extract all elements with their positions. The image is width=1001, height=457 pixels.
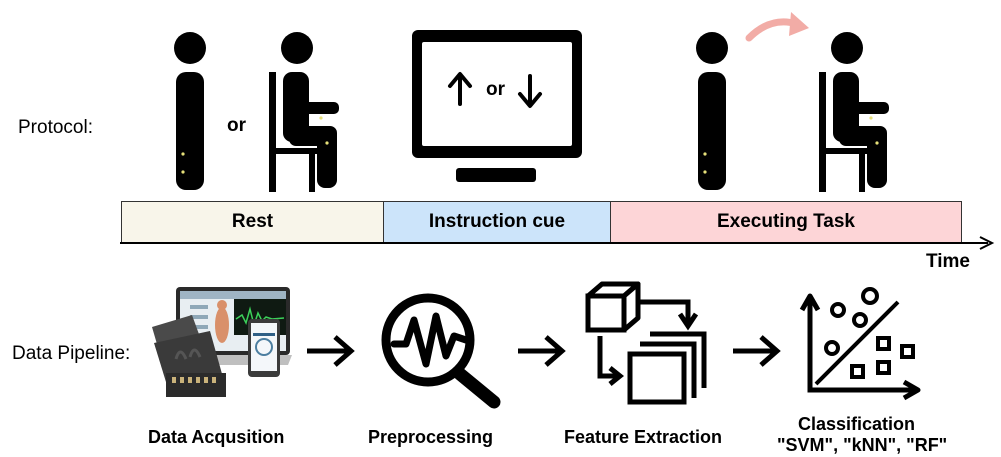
phase-rest: Rest — [121, 201, 384, 243]
pipeline-arrow-2 — [518, 335, 566, 367]
acquisition-device-icon — [152, 287, 292, 397]
step-preprocessing-label: Preprocessing — [368, 427, 494, 447]
posture-or-text: or — [227, 115, 246, 136]
task-seated-person-icon — [819, 32, 889, 192]
pipeline-arrow-3 — [733, 335, 781, 367]
feature-blocks-icon — [585, 281, 707, 405]
pipeline-label: Data Pipeline: — [12, 343, 131, 364]
scatter-classification-icon — [799, 287, 921, 401]
seated-person-icon — [269, 32, 339, 192]
phase-rest-label: Rest — [231, 211, 274, 232]
step-classification-label: Classification — [798, 414, 916, 434]
step-acquisition-label: Data Acqusition — [148, 427, 285, 447]
down-arrow-icon — [518, 74, 542, 108]
protocol-label: Protocol: — [18, 117, 93, 138]
cue-or-text: or — [486, 79, 505, 100]
phase-instruction-cue-label: Instruction cue — [428, 211, 566, 232]
signal-magnifier-icon — [381, 293, 501, 409]
task-standing-person-icon — [696, 32, 728, 190]
monitor-icon — [412, 30, 582, 182]
time-axis-arrow — [120, 236, 995, 250]
time-label: Time — [926, 251, 971, 272]
phase-executing-task-label: Executing Task — [717, 211, 855, 232]
pipeline-arrow-1 — [307, 335, 355, 367]
step-classification-sublabel: "SVM", "kNN", "RF" — [777, 435, 948, 455]
standing-person-icon — [174, 32, 206, 190]
up-arrow-icon — [448, 72, 472, 106]
transition-arrow-icon — [745, 12, 809, 42]
step-feature-extraction-label: Feature Extraction — [564, 427, 723, 447]
